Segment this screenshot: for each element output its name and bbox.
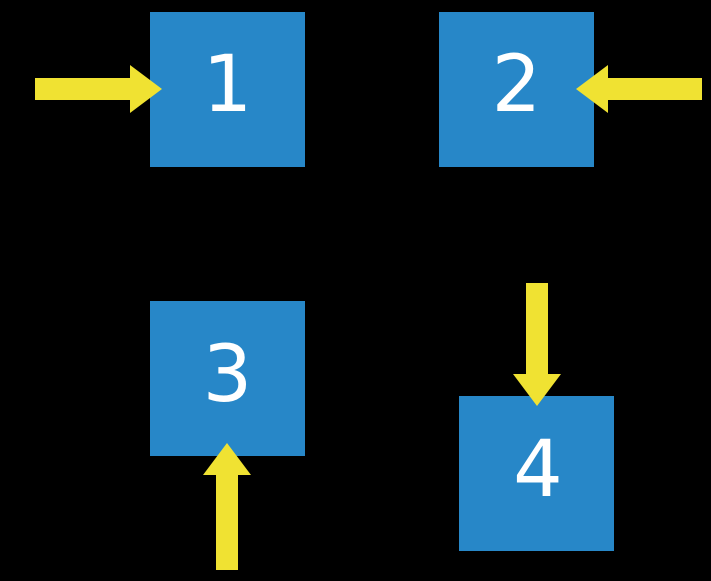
box-3-label: 3 <box>203 330 253 420</box>
box-1-label: 1 <box>203 40 253 130</box>
box-2-label: 2 <box>492 40 542 130</box>
box-1 <box>150 12 305 167</box>
arrow-right-into-box-1-icon <box>35 65 162 113</box>
box-4 <box>459 396 614 551</box>
box-2 <box>439 12 594 167</box>
arrow-up-into-box-3-icon <box>203 443 251 570</box>
arrow-down-into-box-4-icon <box>513 283 561 406</box>
arrow-left-into-box-2-icon <box>576 65 702 113</box>
box-4-label: 4 <box>513 425 563 515</box>
box-3 <box>150 301 305 456</box>
